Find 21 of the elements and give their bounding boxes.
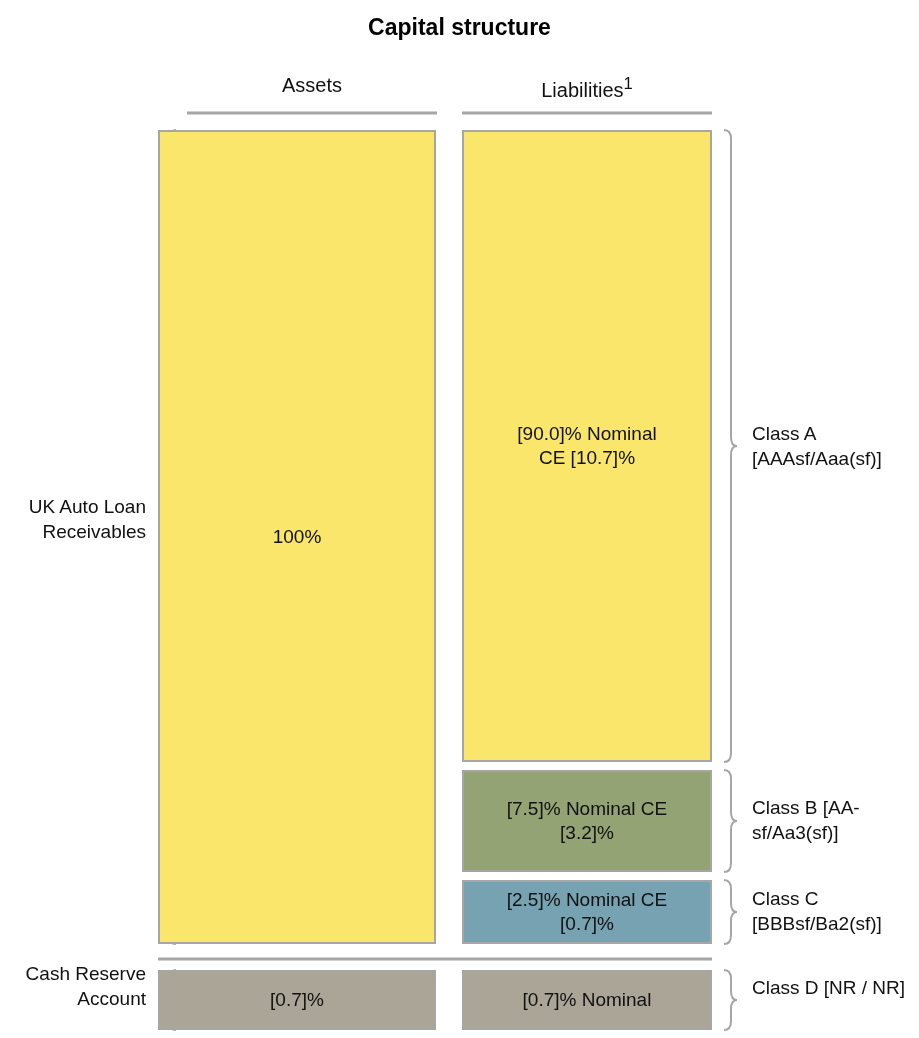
tranche-box: [462, 130, 712, 762]
side-label: Class B [AA-sf/Aa3(sf)]: [752, 796, 861, 845]
diagram-title: Capital structure: [367, 14, 552, 41]
tranche-box: [462, 770, 712, 872]
tranche-box: [158, 130, 436, 944]
box-label: [0.7]% Nominal: [522, 988, 652, 1012]
box-label: 100%: [272, 525, 322, 549]
column-header: Assets: [281, 74, 343, 97]
box-label: [7.5]% Nominal CE [3.2]%: [505, 797, 669, 845]
tranche-box: [158, 970, 436, 1030]
side-label: Class C [BBBsf/Ba2(sf)]: [752, 887, 883, 936]
column-header: Liabilities$^{1}$: [540, 74, 634, 102]
box-label: [90.0]% Nominal CE [10.7]%: [516, 422, 658, 470]
side-label: Class D [NR / NR]: [752, 976, 907, 1000]
side-label: UK Auto Loan Receivables: [27, 495, 146, 544]
box-label: [0.7]%: [270, 988, 324, 1012]
tranche-box: [462, 970, 712, 1030]
side-label: Cash Reserve Account: [24, 962, 146, 1011]
tranche-box: [462, 880, 712, 944]
side-label: Class A [AAAsf/Aaa(sf)]: [752, 422, 883, 471]
box-label: [2.5]% Nominal CE [0.7]%: [505, 888, 669, 936]
